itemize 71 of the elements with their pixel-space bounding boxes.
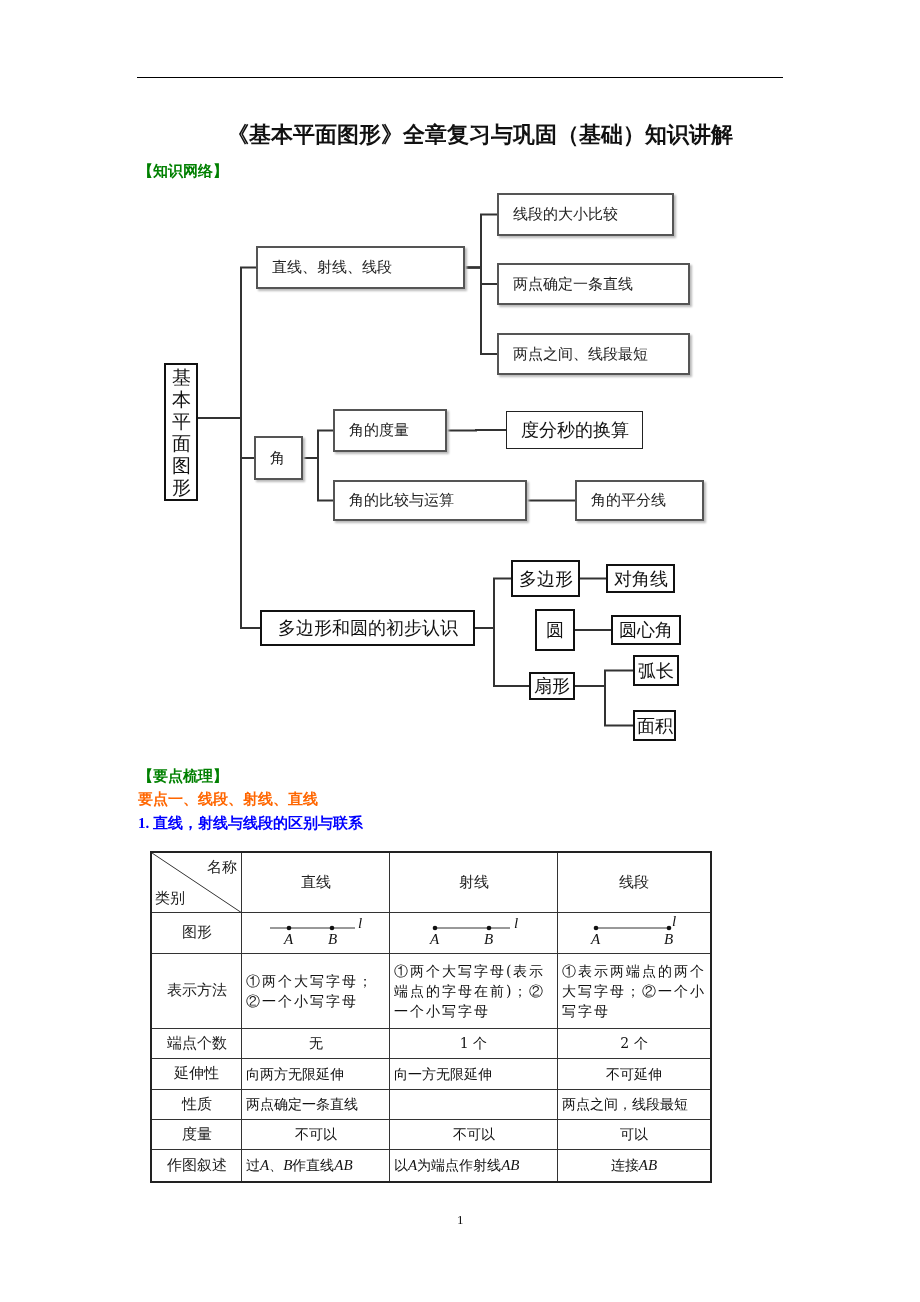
connector-line — [474, 627, 530, 687]
point-label: B — [484, 932, 494, 947]
page-number: 1 — [457, 1212, 464, 1228]
connector-line — [446, 429, 507, 432]
table-cell: 两点确定一条直线 — [242, 1090, 390, 1120]
table-cell-text: 连接AB — [609, 1155, 659, 1175]
table-cell: 向两方无限延伸 — [242, 1059, 390, 1090]
table-cell: ①两个大写字母；②一个小写字母 — [242, 954, 390, 1029]
topic-heading: 1. 直线，射线与线段的区别与联系 — [138, 814, 363, 832]
concept-box: 角的比较与运算 — [333, 480, 527, 521]
table-cell: 可以 — [558, 1120, 710, 1150]
concept-box: 线段的大小比较 — [497, 193, 674, 236]
connector-line — [574, 685, 634, 727]
subsection-heading: 要点一、线段、射线、直线 — [138, 790, 318, 808]
row-header: 图形 — [152, 913, 242, 954]
connector-line — [464, 266, 498, 355]
row-header: 表示方法 — [152, 954, 242, 1029]
table-cell: 两点之间，线段最短 — [558, 1090, 710, 1120]
table-cell: 过A、B作直线AB — [242, 1150, 390, 1181]
column-header: 线段 — [558, 853, 710, 913]
line-label: l — [358, 916, 363, 931]
table-cell: 2 个 — [558, 1029, 710, 1059]
concept-box: 角 — [254, 436, 303, 480]
table-cell: 不可以 — [390, 1120, 558, 1150]
concept-box: 两点之间、线段最短 — [497, 333, 690, 375]
concept-box: 弧长 — [633, 655, 679, 686]
concept-box: 基本平面图形 — [164, 363, 198, 501]
row-header: 作图叙述 — [152, 1150, 242, 1181]
row-header: 延伸性 — [152, 1059, 242, 1090]
concept-box: 面积 — [633, 710, 676, 741]
point-label: A — [430, 932, 440, 947]
row-header: 性质 — [152, 1090, 242, 1120]
concept-box: 圆心角 — [611, 615, 681, 645]
column-header: 直线 — [242, 853, 390, 913]
page-title: 《基本平面图形》全章复习与巩固（基础）知识讲解 — [227, 122, 733, 149]
table-cell: 以A为端点作射线AB — [390, 1150, 558, 1181]
concept-box: 两点确定一条直线 — [497, 263, 690, 305]
connector-line — [197, 417, 261, 629]
point-label: B — [664, 932, 674, 947]
connector-line — [574, 629, 612, 631]
concept-box: 度分秒的换算 — [506, 411, 643, 449]
connector-line — [579, 577, 607, 580]
connector-line — [302, 457, 334, 502]
concept-box: 圆 — [535, 609, 575, 651]
table-cell: 不可延伸 — [558, 1059, 710, 1090]
row-header: 端点个数 — [152, 1029, 242, 1059]
concept-box: 对角线 — [606, 564, 675, 593]
concept-box: 直线、射线、线段 — [256, 246, 465, 289]
line-label: l — [672, 914, 677, 929]
table-cell: ①表示两端点的两个大写字母；②一个小写字母 — [558, 954, 710, 1029]
section-heading: 【要点梳理】 — [138, 767, 228, 785]
column-header: 射线 — [390, 853, 558, 913]
point-label: A — [284, 932, 294, 947]
table-cell: ①两个大写字母(表示端点的字母在前)；②一个小写字母 — [390, 954, 558, 1029]
concept-box: 扇形 — [529, 672, 575, 700]
table-cell: 无 — [242, 1029, 390, 1059]
section-heading: 【知识网络】 — [138, 162, 228, 180]
point-label: B — [328, 932, 338, 947]
table-cell: 1 个 — [390, 1029, 558, 1059]
concept-box: 多边形 — [511, 560, 580, 597]
header-label: 名称 — [207, 859, 237, 876]
concept-box: 多边形和圆的初步认识 — [260, 610, 475, 646]
line-label: l — [514, 916, 519, 931]
row-header: 度量 — [152, 1120, 242, 1150]
point-label: A — [591, 932, 601, 947]
table-cell: 不可以 — [242, 1120, 390, 1150]
connector-line — [526, 499, 576, 502]
header-label: 类别 — [155, 889, 185, 906]
table-cell: 向一方无限延伸 — [390, 1059, 558, 1090]
concept-box: 角的平分线 — [575, 480, 704, 521]
concept-box: 角的度量 — [333, 409, 447, 452]
